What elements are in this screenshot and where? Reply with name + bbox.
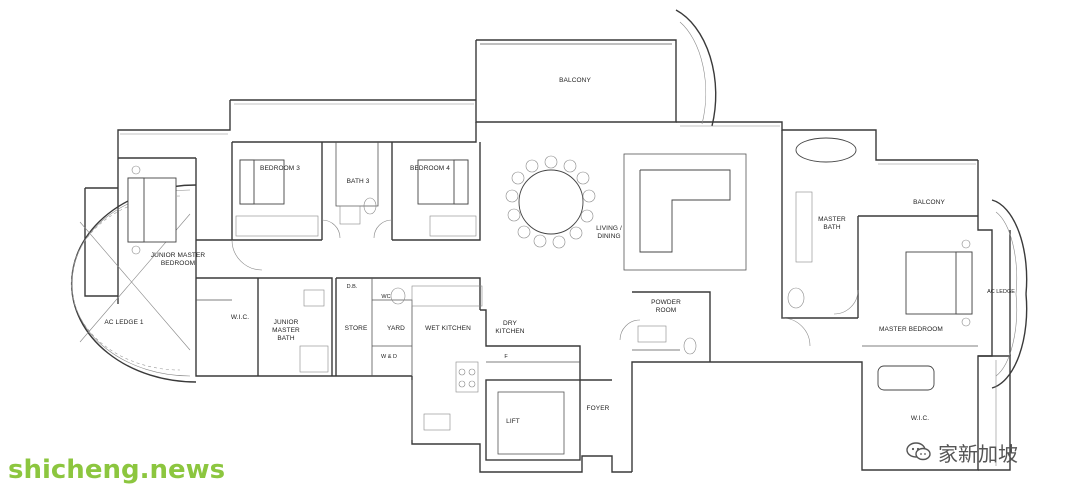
watermark-brand: 家新加坡 <box>906 437 1018 467</box>
wechat-icon <box>906 442 931 461</box>
label-bedroom-3: BEDROOM 3 <box>260 165 300 172</box>
label-bath-3: BATH 3 <box>347 178 370 185</box>
door-swings <box>231 219 859 347</box>
label-wic-left: W.I.C. <box>231 314 249 321</box>
watermark-site: shicheng.news <box>8 455 226 485</box>
watermark-brand-text: 家新加坡 <box>938 441 1018 466</box>
label-master-bath-1: MASTER <box>818 216 846 223</box>
label-junior-master-bath-1: JUNIOR <box>274 319 299 326</box>
label-wd: W & D <box>381 354 397 360</box>
label-powder-room-1: POWDER <box>651 299 681 306</box>
label-wc: WC <box>381 294 390 300</box>
label-wic-right: W.I.C. <box>911 415 929 422</box>
furniture <box>127 137 973 431</box>
label-balcony-right: BALCONY <box>913 199 945 206</box>
interior-walls <box>196 130 978 461</box>
label-junior-master-bath-3: BATH <box>277 335 294 342</box>
label-balcony-top: BALCONY <box>559 77 591 84</box>
label-fridge: F <box>504 354 508 360</box>
room-labels: BALCONY BEDROOM 3 BEDROOM 4 BATH 3 JUNIO… <box>104 77 1015 425</box>
label-foyer: FOYER <box>587 405 610 412</box>
label-ac-ledge-1: AC LEDGE 1 <box>104 319 144 326</box>
label-wet-kitchen: WET KITCHEN <box>425 325 471 332</box>
label-master-bath-2: BATH <box>823 224 840 231</box>
label-powder-room-2: ROOM <box>656 307 677 314</box>
label-junior-master-bedroom-2: BEDROOM <box>161 260 195 267</box>
label-db: D.B. <box>347 284 358 290</box>
label-dry-kitchen-1: DRY <box>503 320 517 327</box>
label-junior-master-bath-2: MASTER <box>272 327 300 334</box>
label-dry-kitchen-2: KITCHEN <box>495 328 524 335</box>
label-yard: YARD <box>387 325 405 332</box>
label-master-bedroom: MASTER BEDROOM <box>879 326 943 333</box>
label-lift: LIFT <box>506 418 520 425</box>
label-store: STORE <box>345 325 368 332</box>
label-junior-master-bedroom-1: JUNIOR MASTER <box>151 252 206 259</box>
label-bedroom-4: BEDROOM 4 <box>410 165 450 172</box>
windows <box>120 103 997 466</box>
label-living-dining-2: DINING <box>597 233 620 240</box>
label-ac-ledge-right: AC LEDGE <box>987 289 1015 295</box>
outer-walls <box>84 39 1011 473</box>
label-living-dining-1: LIVING / <box>596 225 622 232</box>
